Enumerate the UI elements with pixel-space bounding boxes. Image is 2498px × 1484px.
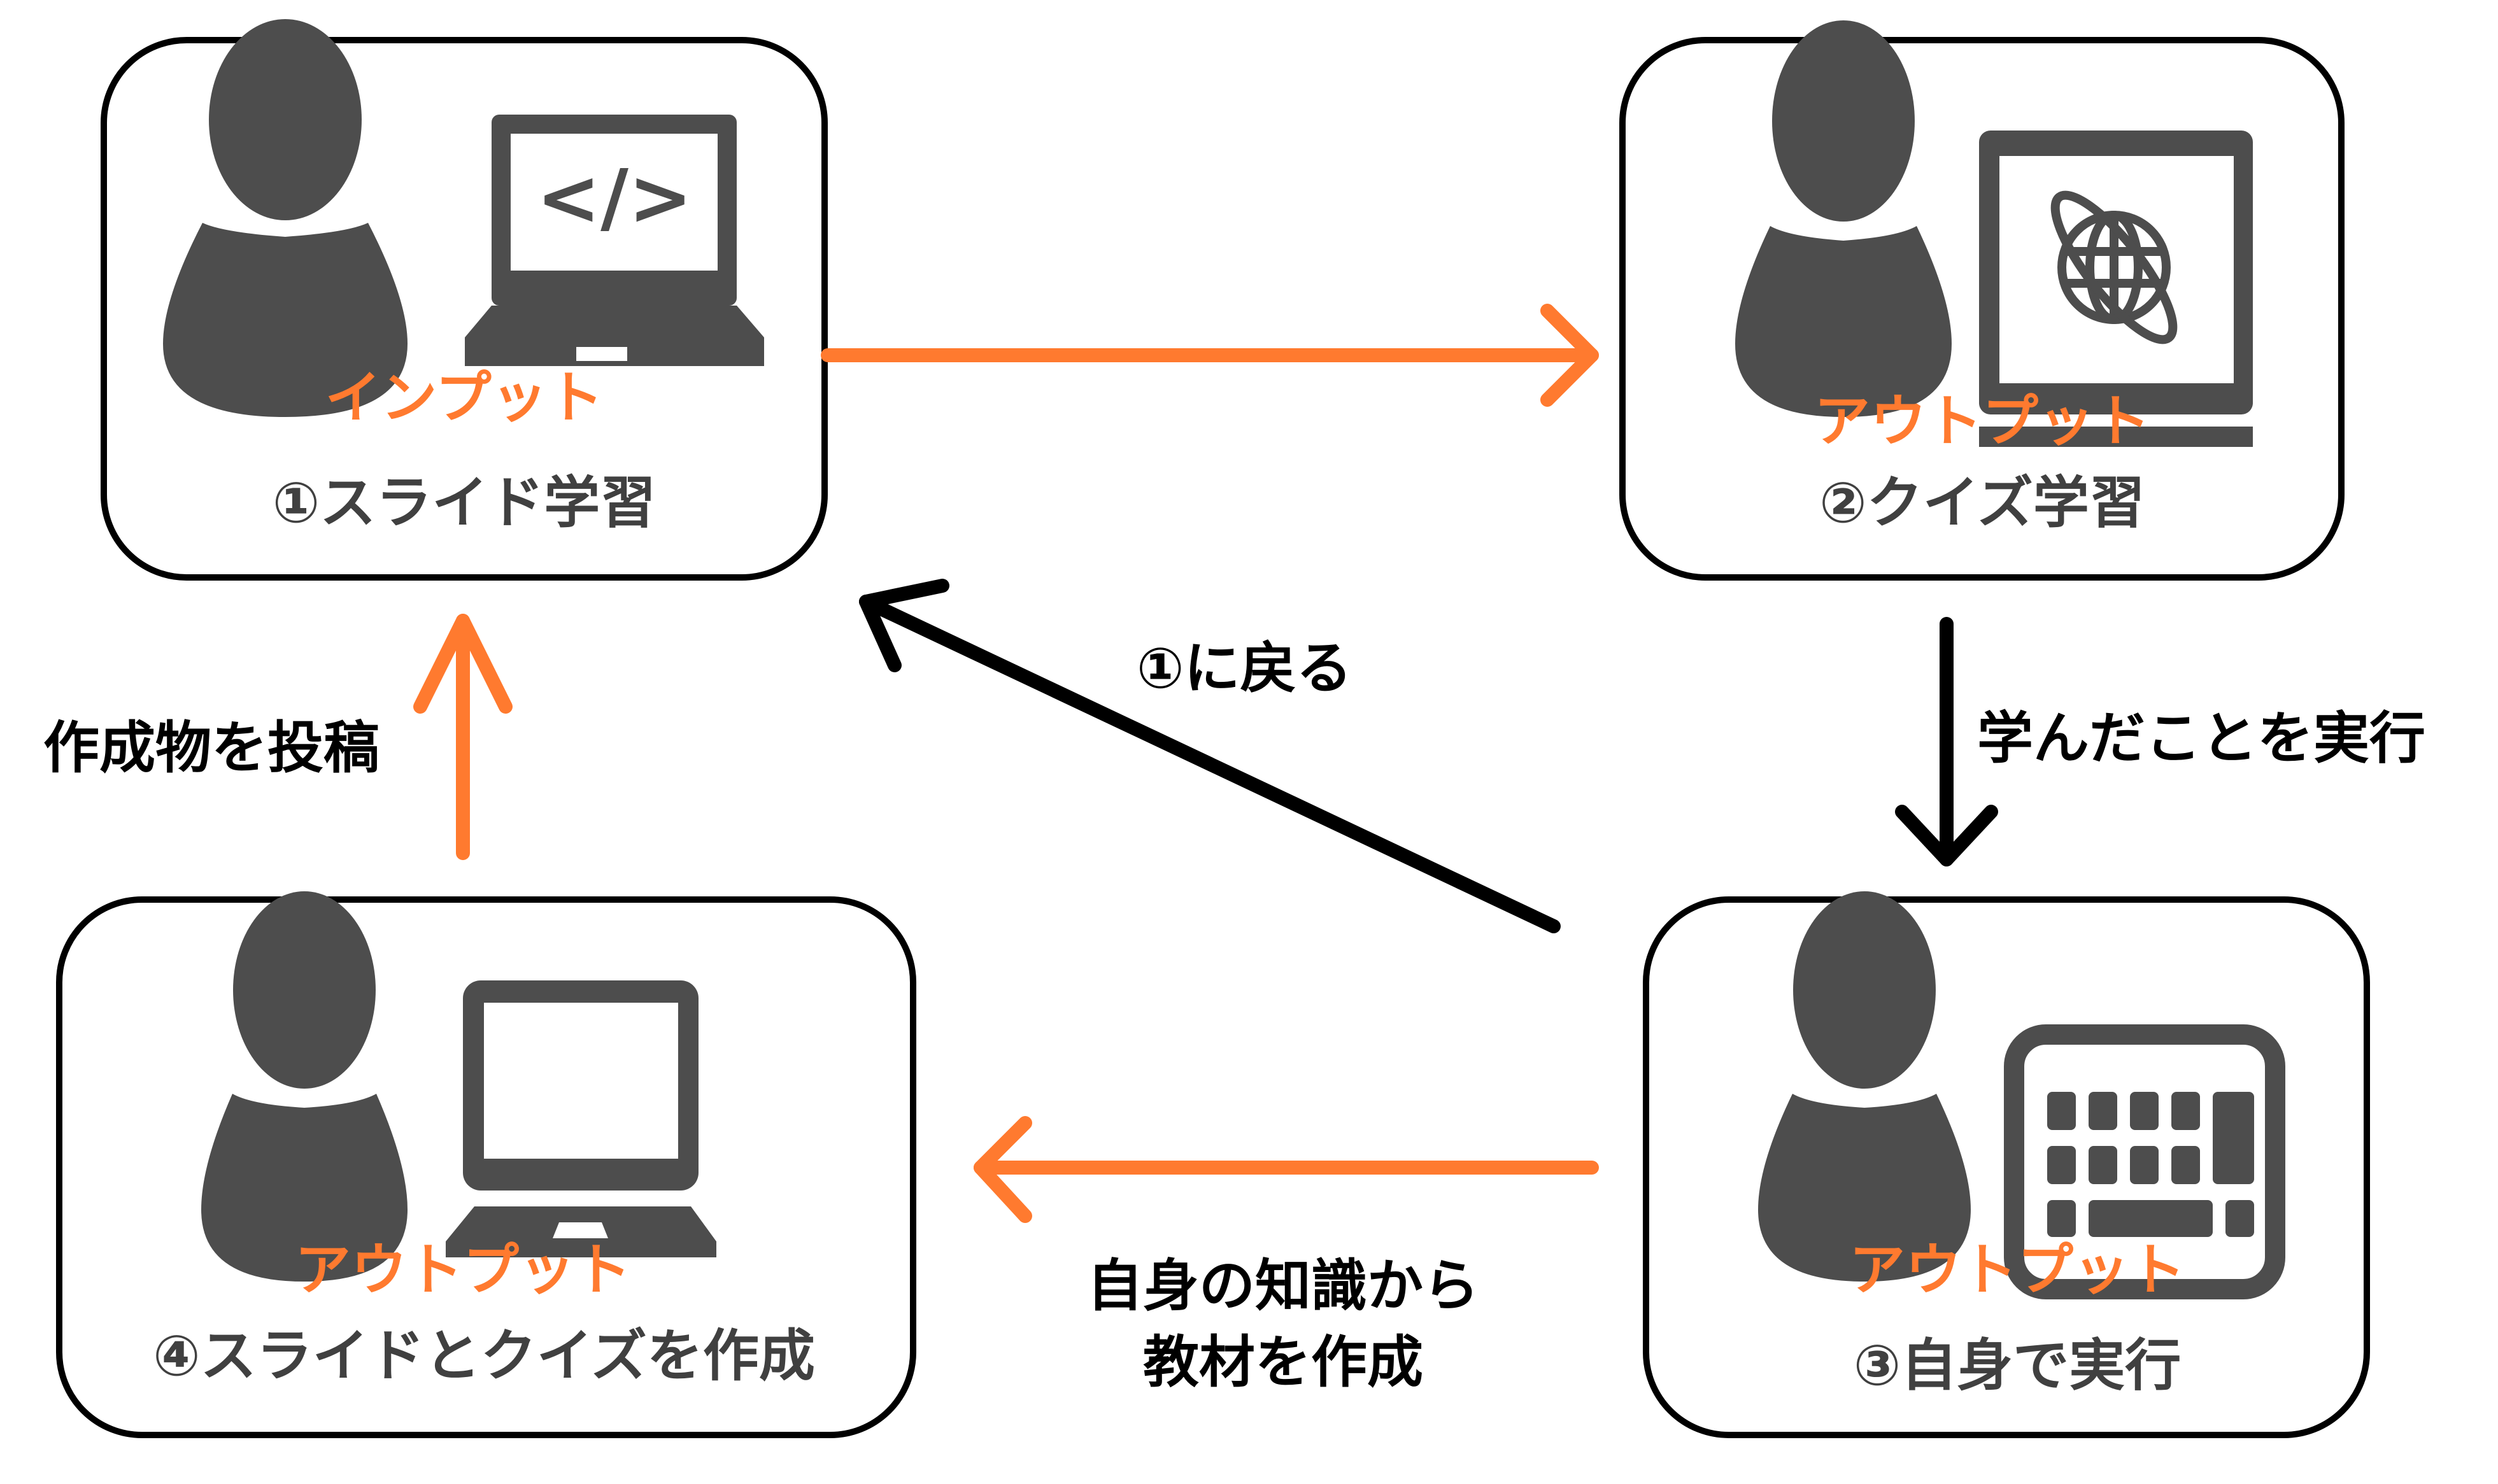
step-4-title: ④スライドとクイズを作成 [153,1323,815,1389]
arrow-step3-to-step1 [859,579,1561,933]
laptop-code-icon: </> [465,115,764,366]
laptop-globe-icon [1979,131,2253,447]
arrow-step1-to-step2 [821,304,1599,407]
globe-icon [2050,190,2178,344]
keyboard-icon [2004,1024,2285,1299]
label-return-to-step1: ①に戻る [1137,635,1352,701]
step-3-card: アウトプット ③自身で実行 [1643,891,2370,1438]
person-icon [1758,891,1971,1282]
step-1-kind: インプット [325,365,603,430]
label-create-material-line1: 自身の知識から [1087,1253,1479,1318]
code-symbol: </> [537,154,693,243]
arrow-step2-to-step3 [1895,617,1998,866]
person-icon [163,19,408,417]
step-4-kind: アウトプット [295,1237,631,1303]
step-4-card: アウトプット ④スライドとクイズを作成 [56,891,916,1438]
step-2-kind: アウトプット [1814,388,2150,454]
arrow-step4-to-step1 [413,614,513,860]
label-create-material-line2: 教材を作成 [1143,1329,1423,1395]
step-2-title: ②クイズ学習 [1819,470,2145,535]
step-1-card: </> インプット ①スライド学習 [101,19,828,581]
arrow-step3-to-step4 [974,1116,1599,1223]
step-1-title: ①スライド学習 [273,470,656,535]
label-post-creation: 作成物を投稿 [43,715,380,781]
person-icon [1735,20,1952,417]
label-learned-execute: 学んだことを実行 [1977,705,2425,771]
step-3-kind: アウトプット [1849,1237,2185,1303]
laptop-blank-icon [446,980,716,1257]
step-2-card: アウトプット ②クイズ学習 [1619,20,2345,581]
step-3-title: ③自身で実行 [1854,1332,2182,1398]
person-icon [201,891,408,1282]
